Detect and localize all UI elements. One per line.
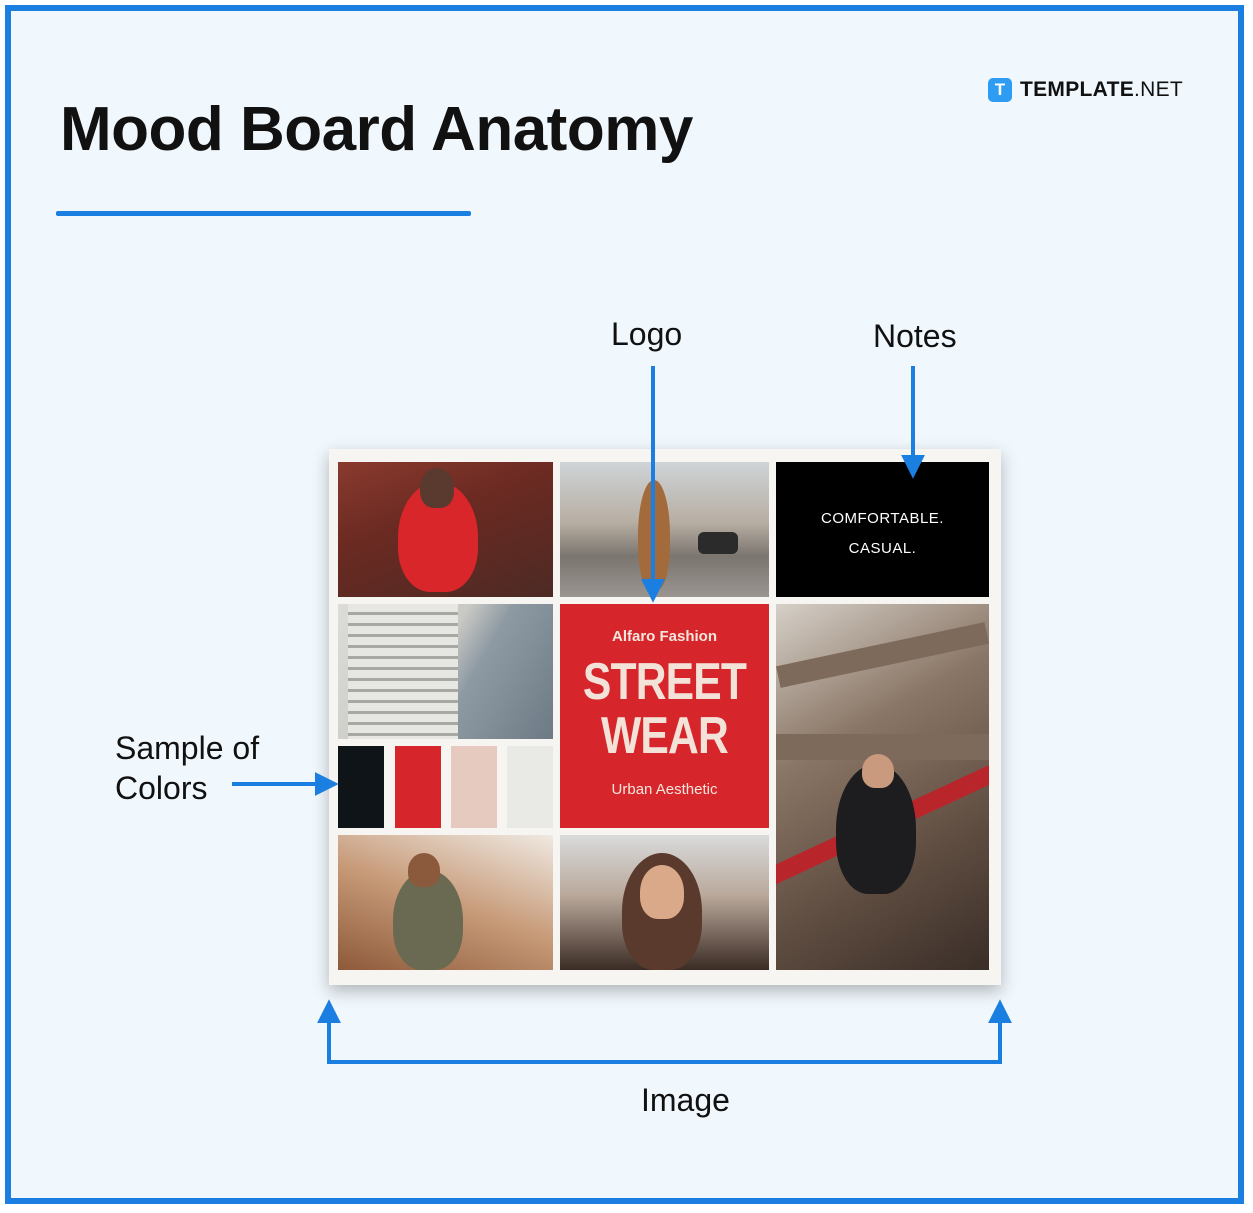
label-image: Image xyxy=(641,1082,730,1118)
label-logo: Logo xyxy=(611,316,683,352)
label-notes: Notes xyxy=(873,318,957,354)
logo-title-line2: WEAR xyxy=(601,707,729,765)
photo-woman-red-sweater xyxy=(338,462,553,597)
color-swatch-2 xyxy=(395,746,441,828)
brand-name-light: .NET xyxy=(1134,78,1184,101)
photo-city-street xyxy=(560,462,769,597)
logo-tile: Alfaro Fashion STREET WEAR Urban Aesthet… xyxy=(560,604,769,828)
brand-logo: T TEMPLATE.NET xyxy=(988,77,1183,103)
brand-name: TEMPLATE.NET xyxy=(1020,78,1183,102)
photo-building xyxy=(338,604,553,739)
notes-line-2: CASUAL. xyxy=(848,540,917,557)
logo-brand-name: Alfaro Fashion xyxy=(611,628,717,645)
logo-tagline: Urban Aesthetic xyxy=(611,781,718,798)
logo-title-line1: STREET xyxy=(582,653,747,711)
notes-line-1: COMFORTABLE. xyxy=(821,510,944,527)
color-swatch-4 xyxy=(507,746,553,828)
notes-tile: COMFORTABLE. CASUAL. xyxy=(776,462,989,597)
color-swatch-1 xyxy=(338,746,384,828)
mood-board: COMFORTABLE. CASUAL. Alfaro Fashion STRE… xyxy=(329,449,1001,985)
photo-woman-glasses xyxy=(560,835,769,970)
label-sample-line2: Colors xyxy=(115,770,208,806)
photo-woman-on-beams xyxy=(776,604,989,970)
photo-man-posing xyxy=(338,835,553,970)
label-sample-line1: Sample of xyxy=(115,730,260,766)
template-logo-icon: T xyxy=(988,78,1012,102)
title-underline xyxy=(56,211,471,216)
color-swatch-3 xyxy=(451,746,497,828)
page-title: Mood Board Anatomy xyxy=(60,95,693,164)
brand-name-bold: TEMPLATE xyxy=(1020,78,1135,101)
